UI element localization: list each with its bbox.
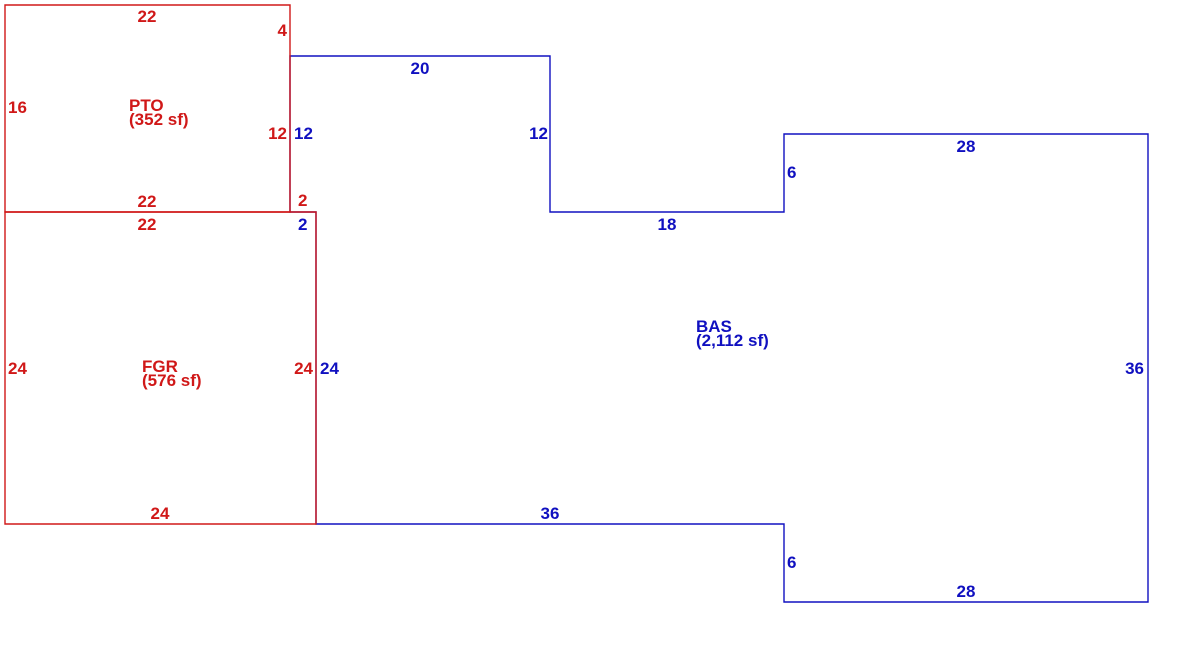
pto-area-size: (352 sf) [129, 110, 189, 129]
fgr-dim-right: 24 [294, 359, 313, 378]
fgr-dim-bottom: 24 [151, 504, 170, 523]
bas-dim-bottom-right: 28 [957, 582, 976, 601]
pto-area-code: PTO [129, 96, 164, 115]
fgr-area-size: (576 sf) [142, 371, 202, 390]
pto-dim-top: 22 [138, 7, 157, 26]
pto-dim-jog: 2 [298, 191, 307, 210]
pto-dim-left: 16 [8, 98, 27, 117]
bas-area-size: (2,112 sf) [696, 331, 769, 350]
bas-dim-top-left: 20 [411, 59, 430, 78]
bas-dim-right: 36 [1125, 359, 1144, 378]
bas-dim-bottom-drop: 6 [787, 553, 796, 572]
bas-dim-top-right: 28 [957, 137, 976, 156]
pto-dim-right-top: 4 [278, 21, 288, 40]
fgr-area-code: FGR [142, 357, 178, 376]
bas-dim-step-bottom: 18 [658, 215, 677, 234]
bas-dim-step-inner: 12 [529, 124, 548, 143]
pto-dim-bottom: 22 [138, 192, 157, 211]
bas-dim-jog: 2 [298, 215, 307, 234]
fgr-outline [4, 211, 317, 525]
fgr-dim-top: 22 [138, 215, 157, 234]
bas-area-code: BAS [696, 317, 732, 336]
bas-dim-bottom-mid: 36 [541, 504, 560, 523]
bas-dim-right-rise: 6 [787, 163, 796, 182]
bas-dim-left-lower: 24 [320, 359, 339, 378]
pto-dim-right: 12 [268, 124, 287, 143]
bas-dim-left-upper: 12 [294, 124, 313, 143]
fgr-dim-left: 24 [8, 359, 27, 378]
